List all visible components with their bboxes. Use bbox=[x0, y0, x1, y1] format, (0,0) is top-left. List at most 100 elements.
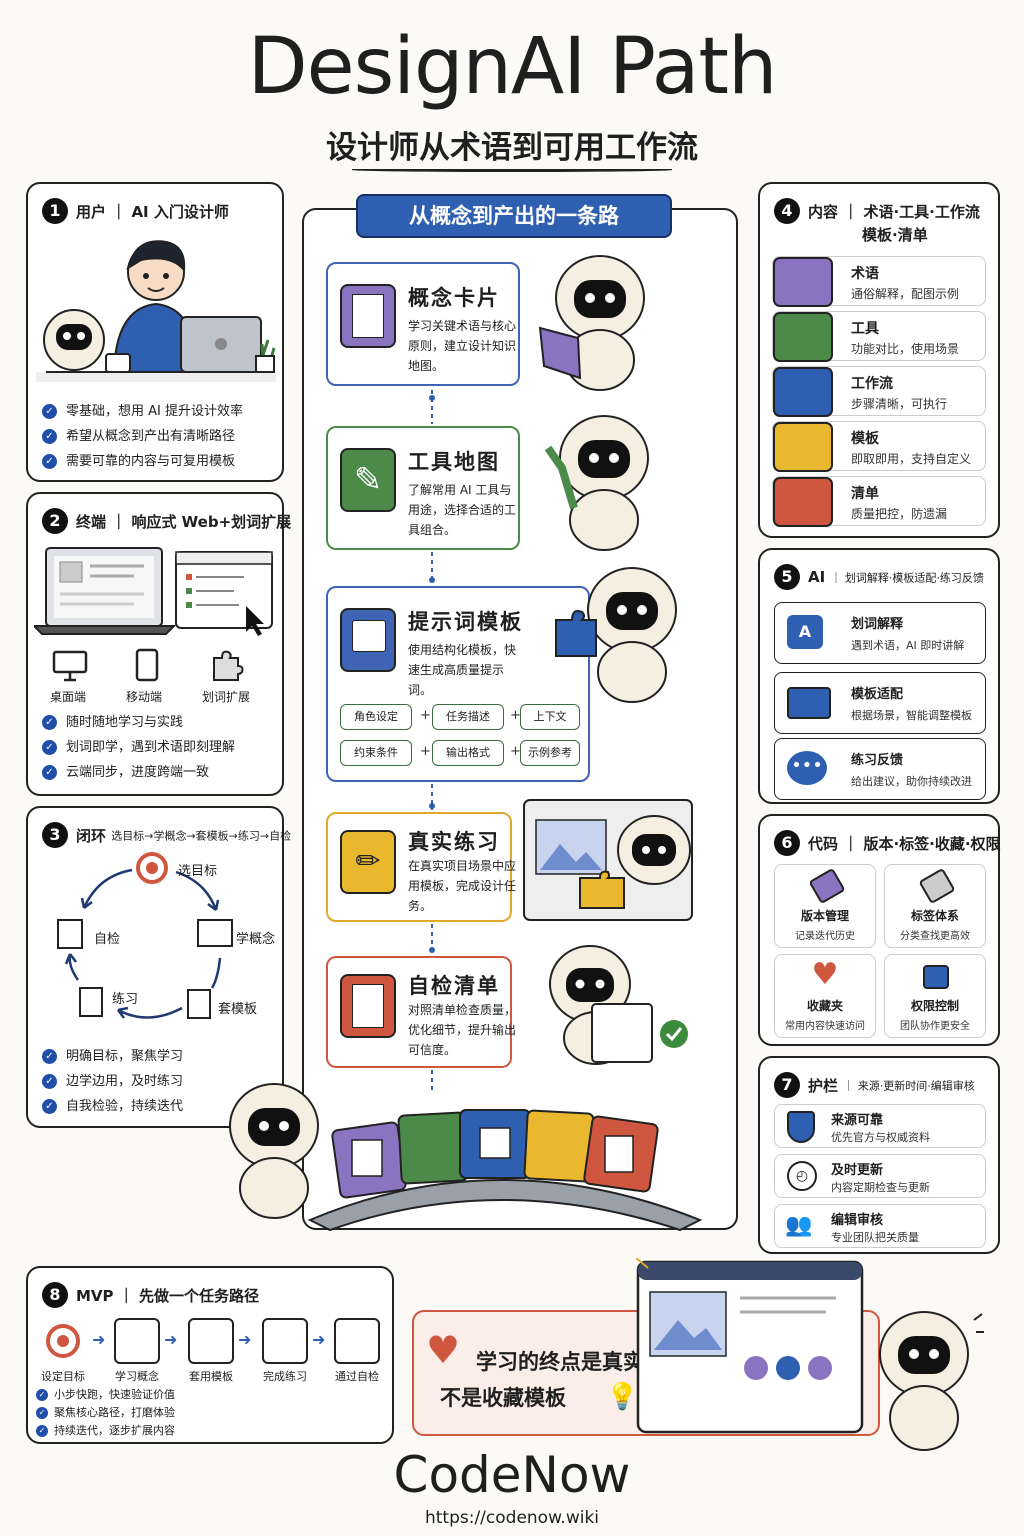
mascot-checklist bbox=[549, 945, 688, 1065]
step-number: 1 bbox=[42, 198, 68, 224]
mascot-reading bbox=[538, 255, 645, 391]
panel-title: 内容 ｜ 术语·工具·工作流 bbox=[808, 202, 980, 221]
card-checklist: 自检清单 对照清单检查质量，优化细节，提升输出可信度。 bbox=[326, 956, 516, 1068]
mobile-icon bbox=[135, 648, 159, 682]
panel-title-small: 选目标→学概念→套模板→练习→自检 bbox=[111, 829, 292, 843]
device-label-extension: 划词扩展 bbox=[202, 690, 251, 704]
team-icon: 👥 bbox=[785, 1213, 813, 1238]
card-desc: 对照清单检查质量，优化细节，提升输出可信度。 bbox=[408, 1003, 517, 1057]
mascot-puzzle bbox=[555, 567, 677, 703]
card-desc: 学习关键术语与核心原则，建立设计知识地图。 bbox=[408, 319, 517, 373]
chat-bubble-icon: ••• bbox=[787, 751, 827, 785]
content-row-workflow: 工作流步骤清晰，可执行 bbox=[772, 366, 986, 417]
lightbulb-icon: 💡 bbox=[606, 1382, 639, 1412]
mvp-list: ✓小步快跑，快速验证价值 ✓聚焦核心路径，打磨体验 ✓持续迭代，逐步扩展内容 bbox=[28, 1386, 392, 1440]
panel-title-line2: 模板·清单 bbox=[862, 226, 928, 244]
panel-title: 代码 ｜ 版本·标签·收藏·权限 bbox=[808, 834, 1001, 853]
puzzle-icon bbox=[213, 650, 244, 681]
mascot-practice bbox=[523, 799, 693, 921]
designer-illustration bbox=[36, 240, 276, 382]
guard-row-source: 来源可靠优先官方与权威资料 bbox=[774, 1104, 986, 1148]
prompt-tag: 输出格式 bbox=[432, 740, 504, 766]
card-practice: ✏ 真实练习 在真实项目场景中应用模板，完成设计任务。 bbox=[326, 812, 516, 922]
code-cell-tags: 标签体系分类查找更高效 bbox=[884, 864, 986, 948]
desktop-icon bbox=[52, 650, 88, 682]
panel-content: 4 内容 ｜ 术语·工具·工作流 模板·清单 术语通俗解释，配图示例 工具功能对比… bbox=[758, 182, 1000, 538]
cycle-label-concept: 学概念 bbox=[236, 932, 276, 947]
cycle-label-template: 套模板 bbox=[218, 1002, 258, 1017]
prompt-tag: 上下文 bbox=[520, 704, 580, 730]
step-number: 8 bbox=[42, 1282, 68, 1308]
check-icon: ✓ bbox=[42, 1074, 57, 1089]
plus-sign: + bbox=[420, 744, 431, 759]
document-icon bbox=[188, 1318, 234, 1364]
device-list: ✓随时随地学习与实践 ✓划词即学，遇到术语即刻理解 ✓云端同步，进度跨端一致 bbox=[28, 710, 282, 785]
book-icon bbox=[773, 257, 833, 307]
checklist-icon bbox=[773, 477, 833, 527]
list-item: ✓划词即学，遇到术语即刻理解 bbox=[28, 735, 282, 760]
cycle-label-practice: 练习 bbox=[112, 992, 139, 1007]
guard-row-update: ◴及时更新内容定期检查与更新 bbox=[774, 1154, 986, 1198]
content-row-checklist: 清单质量把控，防遗漏 bbox=[772, 476, 986, 527]
arrow-icon: ➜ bbox=[312, 1330, 326, 1349]
list-item: ✓持续迭代，逐步扩展内容 bbox=[28, 1422, 392, 1440]
card-desc: 使用结构化模板，快速生成高质量提示词。 bbox=[408, 643, 517, 697]
chat-icon bbox=[340, 608, 396, 672]
panel-title: 护栏 bbox=[808, 1076, 839, 1095]
arrow-icon: ➜ bbox=[238, 1330, 252, 1349]
check-icon: ✓ bbox=[42, 454, 57, 469]
quote-line2: 不是收藏模板 bbox=[440, 1386, 566, 1410]
check-icon: ✓ bbox=[42, 1049, 57, 1064]
arrow-icon: ➜ bbox=[92, 1330, 106, 1349]
content-row-template: 模板即取即用，支持自定义 bbox=[772, 421, 986, 472]
pencil-icon bbox=[262, 1318, 308, 1364]
device-label-mobile: 移动端 bbox=[126, 690, 163, 704]
list-item: ✓边学边用，及时练习 bbox=[28, 1069, 282, 1094]
check-icon: ✓ bbox=[42, 715, 57, 730]
step-number: 4 bbox=[774, 198, 800, 224]
prompt-tag: 任务描述 bbox=[432, 704, 504, 730]
step-number: 2 bbox=[42, 508, 68, 534]
step-number: 5 bbox=[774, 564, 800, 590]
panel-title: 终端 ｜ 响应式 Web+划词扩展 bbox=[76, 512, 292, 531]
panel-title-small: ｜ 划词解释·模板适配·练习反馈 bbox=[830, 571, 984, 585]
mascot-celebrate bbox=[879, 1311, 984, 1451]
list-item: ✓随时随地学习与实践 bbox=[28, 710, 282, 735]
cycle-diagram bbox=[57, 852, 233, 1019]
list-item: ✓需要可靠的内容与可复用模板 bbox=[28, 449, 282, 474]
wrench-icon: ✎ bbox=[340, 448, 396, 512]
card-title: 自检清单 bbox=[408, 974, 500, 998]
concept-card-icon bbox=[340, 284, 396, 348]
subtitle-underline bbox=[352, 168, 672, 172]
prompt-tag: 示例参考 bbox=[520, 740, 580, 766]
mvp-step-label: 套用模板 bbox=[189, 1370, 233, 1383]
plus-sign: + bbox=[510, 708, 521, 723]
card-title: 提示词模板 bbox=[408, 610, 523, 634]
step-number: 3 bbox=[42, 822, 68, 848]
mvp-step-label: 学习概念 bbox=[115, 1370, 159, 1383]
content-row-term: 术语通俗解释，配图示例 bbox=[772, 256, 986, 307]
card-desc: 了解常用 AI 工具与用途，选择合适的工具组合。 bbox=[408, 483, 517, 537]
prompt-tag: 约束条件 bbox=[340, 740, 412, 766]
arrow-icon: ➜ bbox=[164, 1330, 178, 1349]
label-icon bbox=[918, 867, 956, 905]
wrench-icon bbox=[773, 312, 833, 362]
heart-icon: ♥ bbox=[811, 957, 839, 992]
plus-sign: + bbox=[510, 744, 521, 759]
heart-icon: ♥ bbox=[426, 1328, 461, 1372]
footer-url[interactable]: https://codenow.wiki bbox=[424, 1508, 600, 1528]
card-tools: ✎ 工具地图 了解常用 AI 工具与用途，选择合适的工具组合。 bbox=[326, 426, 520, 550]
list-item: ✓零基础，想用 AI 提升设计效率 bbox=[28, 399, 282, 424]
list-item: ✓明确目标，聚焦学习 bbox=[28, 1044, 282, 1069]
guard-row-review: 👥编辑审核专业团队把关质量 bbox=[774, 1204, 986, 1248]
card-prompt: 提示词模板 使用结构化模板，快速生成高质量提示词。 角色设定 + 任务描述 + … bbox=[326, 586, 590, 782]
check-icon: ✓ bbox=[36, 1389, 48, 1401]
content-row-tool: 工具功能对比，使用场景 bbox=[772, 311, 986, 362]
document-icon bbox=[773, 422, 833, 472]
list-item: ✓小步快跑，快速验证价值 bbox=[28, 1386, 392, 1404]
